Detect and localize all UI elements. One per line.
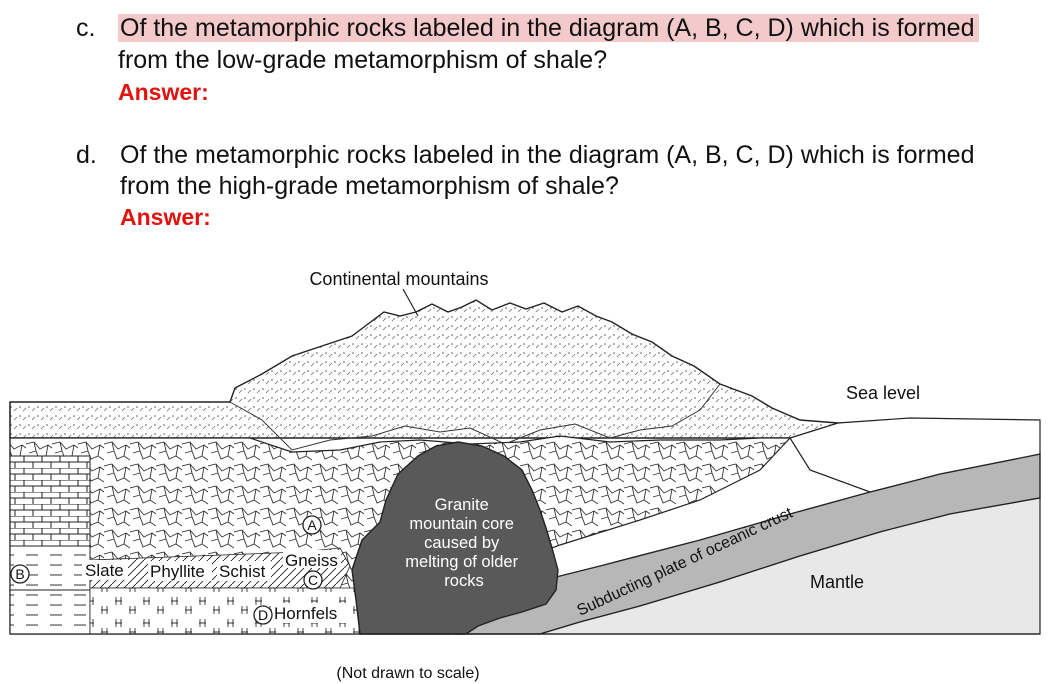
marker-a: A <box>307 517 317 533</box>
schist-label: Schist <box>219 562 266 581</box>
marker-a-circle <box>302 515 322 535</box>
title-pointer <box>402 288 419 317</box>
question-c: c. Of the metamorphic rocks labeled in t… <box>76 14 1036 105</box>
limestone-layer <box>9 455 91 547</box>
marker-d: D <box>258 607 268 623</box>
question-text-line1: Of the metamorphic rocks labeled in the … <box>118 14 979 42</box>
marker-b: B <box>15 566 24 582</box>
sandstone-layer <box>9 589 91 635</box>
question-text-line2: from the low-grade metamorphism of shale… <box>118 46 608 74</box>
slate-label: Slate <box>85 561 124 580</box>
marker-b-circle <box>10 564 30 584</box>
question-d: d. Of the metamorphic rocks labeled in t… <box>76 141 1036 231</box>
granite-label: Granite mountain core caused by melting … <box>405 496 522 590</box>
sea-level-label: Sea level <box>846 383 920 403</box>
question-letter: c. <box>76 14 96 42</box>
granite-core <box>351 441 559 635</box>
question-text-line1: Of the metamorphic rocks labeled in the … <box>120 141 975 169</box>
granite-line-1: Granite <box>435 496 489 514</box>
marker-c-circle <box>303 570 323 590</box>
mountain-cover <box>9 299 1001 439</box>
mantle-label: Mantle <box>810 572 864 592</box>
granite-line-2: mountain core <box>409 515 514 533</box>
mountain-ridge-line <box>229 383 721 451</box>
phyllite-label: Phyllite <box>150 562 205 581</box>
marker-d-circle <box>253 605 273 625</box>
question-letter: d. <box>76 141 97 169</box>
continental-mountains-label: Continental mountains <box>309 269 488 289</box>
ocean-wedge <box>789 417 1041 493</box>
answer-label: Answer: <box>120 204 211 230</box>
granite-line-5: rocks <box>444 572 483 590</box>
gneiss-label: Gneiss <box>285 551 338 570</box>
granite-line-4: melting of older <box>405 553 518 571</box>
hornfels-label: Hornfels <box>274 604 337 623</box>
question-text-line2: from the high-grade metamorphism of shal… <box>120 172 619 200</box>
mantle <box>539 497 1041 635</box>
marker-c: C <box>308 572 318 588</box>
not-to-scale-note: (Not drawn to scale) <box>336 665 479 682</box>
granite-line-3: caused by <box>424 534 500 552</box>
answer-label: Answer: <box>118 79 209 105</box>
